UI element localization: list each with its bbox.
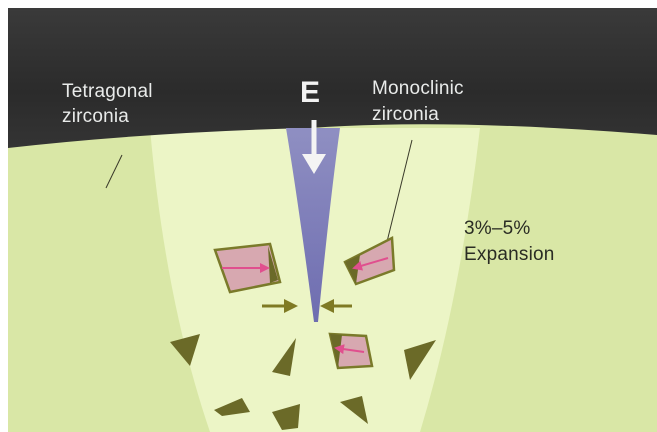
monoclinic-label-line1: Monoclinic (372, 78, 464, 100)
tetragonal-label-line1: Tetragonal (62, 81, 153, 103)
monoclinic-grain-bottom (330, 334, 372, 368)
expansion-label-line2: Expansion (464, 244, 555, 266)
stress-symbol: E (300, 76, 320, 110)
tetragonal-label-line2: zirconia (62, 106, 129, 128)
expansion-label-line1: 3%–5% (464, 218, 531, 240)
monoclinic-label-line2: zirconia (372, 104, 439, 126)
